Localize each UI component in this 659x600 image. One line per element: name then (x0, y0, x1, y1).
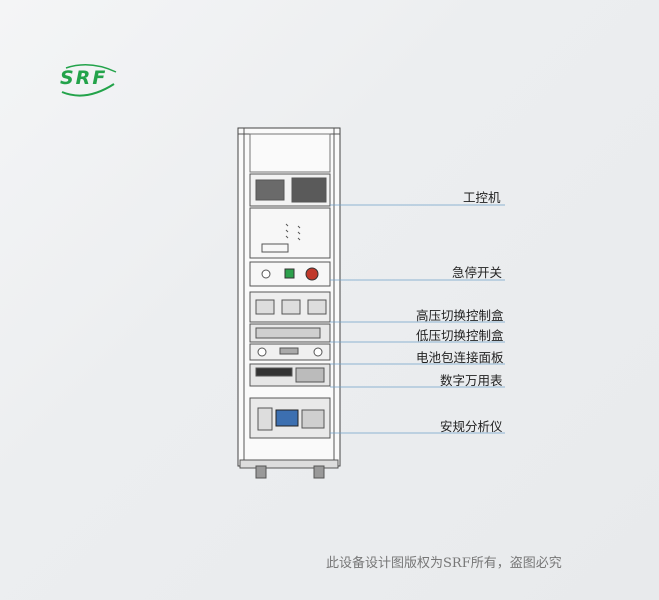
label-battery-panel: 电池包连接面板 (416, 350, 504, 365)
label-hv-switch-box: 高压切换控制盒 (416, 308, 504, 323)
copyright-notice: 此设备设计图版权为SRF所有，盗图必究 (326, 556, 562, 571)
logo-swoosh-icon (61, 64, 117, 97)
srf-logo: SRF (56, 62, 120, 100)
label-industrial-pc: 工控机 (463, 190, 501, 205)
label-lv-switch-box: 低压切换控制盒 (416, 328, 504, 343)
label-safety-analyzer: 安规分析仪 (440, 419, 503, 434)
logo-text: SRF (60, 67, 108, 89)
label-emergency-stop: 急停开关 (452, 265, 503, 280)
label-multimeter: 数字万用表 (440, 373, 503, 388)
leader-lines (330, 204, 505, 434)
